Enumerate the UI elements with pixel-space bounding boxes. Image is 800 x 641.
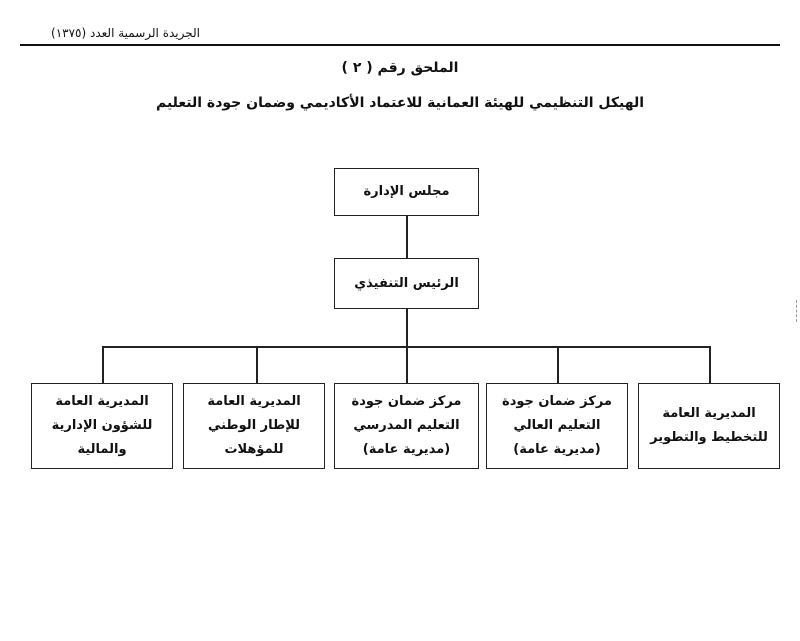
scan-edge-mark xyxy=(796,300,799,322)
connector-unit-3 xyxy=(406,346,408,383)
connector-unit-1 xyxy=(709,346,711,383)
connector-unit-5 xyxy=(102,346,104,383)
gazette-header: الجريدة الرسمية العدد (١٣٧٥) xyxy=(51,26,200,40)
unit-line3: (مديرية عامة) xyxy=(362,442,451,457)
ceo-label: الرئيس التنفيذي xyxy=(354,275,459,291)
unit-box-qualifications: المديرية العامة للإطار الوطني للمؤهلات xyxy=(183,383,325,469)
ceo-box: الرئيس التنفيذي xyxy=(334,258,479,309)
unit-line2: التعليم العالي xyxy=(513,418,601,433)
connector-unit-4 xyxy=(256,346,258,383)
header-rule xyxy=(20,44,780,46)
unit-line2: للشؤون الإدارية والمالية xyxy=(51,418,153,457)
unit-line1: المديرية العامة xyxy=(662,406,756,421)
unit-line2: التعليم المدرسي xyxy=(353,418,460,433)
unit-line1: مركز ضمان جودة xyxy=(351,394,462,409)
connector-unit-2 xyxy=(557,346,559,383)
annex-number: الملحق رقم ( ٢ ) xyxy=(341,60,459,76)
unit-line1: مركز ضمان جودة xyxy=(502,394,612,409)
unit-box-higher-ed-quality: مركز ضمان جودة التعليم العالي (مديرية عا… xyxy=(486,383,628,469)
unit-line2: للتخطيط والتطوير xyxy=(650,430,768,445)
unit-box-planning: المديرية العامة للتخطيط والتطوير xyxy=(638,383,780,469)
unit-line1: المديرية العامة xyxy=(207,394,301,409)
chart-title: الهيكل التنظيمي للهيئة العمانية للاعتماد… xyxy=(155,95,645,111)
unit-line1: المديرية العامة xyxy=(55,394,149,409)
unit-box-school-quality: مركز ضمان جودة التعليم المدرسي (مديرية ع… xyxy=(334,383,479,469)
board-label: مجلس الإدارة xyxy=(363,184,450,199)
connector-board-ceo xyxy=(406,216,408,258)
unit-box-admin-finance: المديرية العامة للشؤون الإدارية والمالية xyxy=(31,383,173,469)
board-box: مجلس الإدارة xyxy=(334,168,479,216)
unit-line2: للإطار الوطني للمؤهلات xyxy=(207,418,301,457)
unit-line3: (مديرية عامة) xyxy=(513,442,601,457)
connector-ceo-bus xyxy=(406,309,408,347)
connector-horizontal-bus xyxy=(102,346,709,348)
